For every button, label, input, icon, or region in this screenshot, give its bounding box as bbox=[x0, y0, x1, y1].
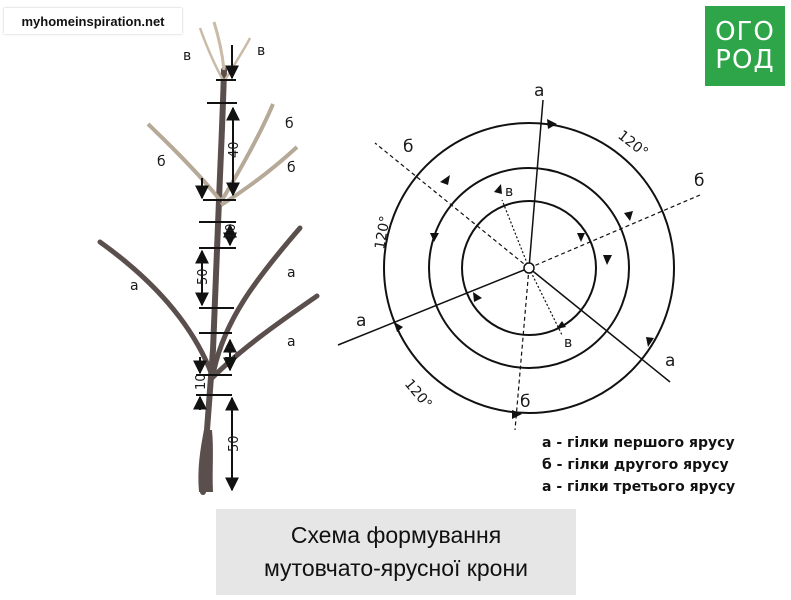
scheme-label-b-upperleft: б bbox=[403, 137, 413, 157]
label-b-right-1: б bbox=[285, 116, 294, 132]
measure-10-mid: 10 bbox=[224, 345, 239, 362]
branch-c-left bbox=[198, 27, 225, 81]
ring-middle bbox=[428, 167, 630, 369]
label-a-left: а bbox=[130, 278, 139, 294]
branch-a-left bbox=[97, 239, 215, 378]
scheme-label-a-right: а bbox=[665, 351, 675, 371]
tree-measurement-labels: 40 10 50 10 10 50 bbox=[194, 141, 242, 452]
scheme-label-a-top: а bbox=[534, 81, 544, 101]
title-line-1: Схема формування bbox=[290, 522, 502, 548]
label-b-left: б bbox=[157, 154, 166, 170]
ring-arrowheads bbox=[394, 119, 654, 419]
title-box: Схема формування мутовчато-ярусної крони bbox=[216, 509, 576, 595]
ogorod-logo: ОГО РОД bbox=[705, 6, 785, 86]
measure-10-lower: 10 bbox=[194, 373, 209, 390]
center-point bbox=[523, 262, 535, 274]
measure-10-upper: 10 bbox=[224, 223, 239, 240]
axis-b-bottom bbox=[514, 267, 530, 431]
measure-40: 40 bbox=[227, 141, 242, 158]
legend-item-tier3: а - гілки третього ярусу bbox=[542, 479, 736, 495]
logo-line-1: ОГО bbox=[715, 17, 775, 47]
branch-a-right-2 bbox=[209, 293, 320, 381]
ring-inner bbox=[461, 200, 597, 336]
scheme-label-b-right: б bbox=[694, 171, 704, 191]
legend: а - гілки першого ярусу б - гілки другог… bbox=[542, 432, 736, 498]
measure-50-mid: 50 bbox=[196, 268, 211, 285]
label-a-right-1: а bbox=[287, 265, 296, 281]
tree-drawing bbox=[97, 21, 320, 495]
ring-outer bbox=[383, 122, 675, 414]
label-b-right-2: б bbox=[287, 160, 296, 176]
axis-b-right bbox=[528, 194, 701, 269]
label-c-left: в bbox=[183, 48, 191, 64]
branch-c-right bbox=[223, 37, 252, 81]
watermark: myhomeinspiration.net bbox=[4, 8, 182, 34]
angle-label-bottom-left: 120° bbox=[401, 376, 435, 412]
axis-a-left bbox=[337, 267, 530, 346]
scheme-label-c-bottom: в bbox=[564, 335, 572, 351]
title-line-2: мутовчато-ярусної крони bbox=[263, 555, 529, 581]
measure-50-base: 50 bbox=[227, 435, 242, 452]
tree-leader bbox=[212, 21, 226, 71]
tree-measurements bbox=[193, 45, 240, 492]
axis-b-upperleft bbox=[374, 142, 530, 269]
scheme-label-b-bottom: б bbox=[520, 392, 530, 412]
trunk-base bbox=[198, 430, 213, 492]
legend-item-tier1: а - гілки першого ярусу bbox=[542, 435, 735, 451]
legend-item-tier2: б - гілки другого ярусу bbox=[542, 457, 729, 473]
label-a-right-2: а bbox=[287, 334, 296, 350]
logo-line-2: РОД bbox=[715, 45, 775, 75]
axis-c-bottom bbox=[528, 267, 563, 336]
circle-scheme: а а а б б б в в 120° 120° 120° bbox=[337, 81, 704, 431]
tree-branch-labels: в в б б б а а а bbox=[130, 43, 296, 350]
scheme-label-a-left: а bbox=[356, 311, 366, 331]
axis-a-right bbox=[528, 267, 671, 383]
branch-b-left bbox=[146, 122, 222, 202]
axis-a-top bbox=[528, 99, 544, 269]
axis-c-top bbox=[501, 199, 530, 269]
angle-label-left: 120° bbox=[372, 215, 394, 251]
label-c-right: в bbox=[257, 43, 265, 59]
branch-a-right-1 bbox=[211, 225, 303, 373]
scheme-label-c-top: в bbox=[505, 184, 513, 200]
